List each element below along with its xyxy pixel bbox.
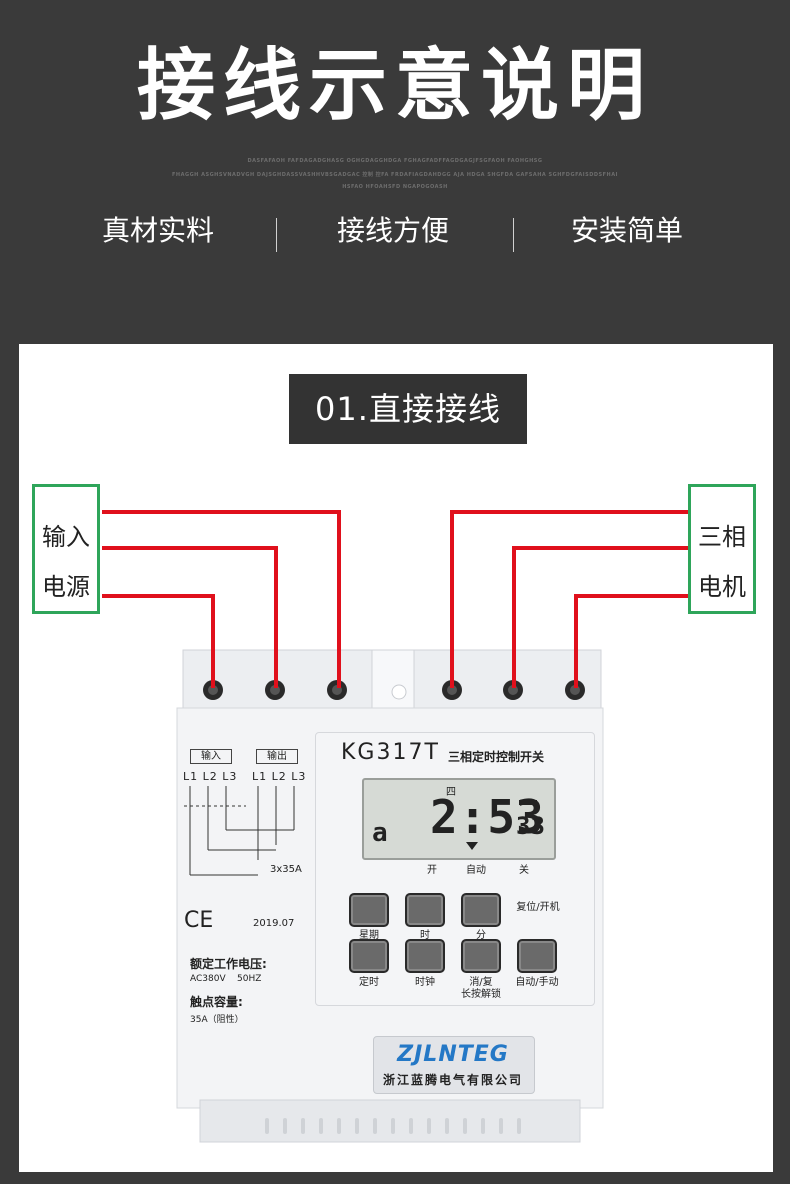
brand-plate: [373, 1036, 535, 1094]
ce-mark: CE: [184, 908, 214, 933]
motor-line1: 三相: [698, 523, 746, 551]
unlock-hint: 长按解锁: [461, 989, 501, 1000]
cancel-restore-button-label: 消/复: [469, 977, 493, 988]
reset-label: 复位/开机: [516, 902, 560, 913]
hour-button[interactable]: [405, 893, 445, 927]
decorative-text-line: FHAGGH ASGHSVNADVGH DAJSGHDASSVASHHVBSGA…: [172, 172, 618, 178]
company-name: 浙江蓝腾电气有限公司: [382, 1073, 523, 1087]
lcd-mode: a: [372, 818, 388, 848]
wire-input-l3: [102, 510, 341, 688]
contact-capacity-label: 触点容量:: [190, 995, 243, 1009]
indicator-label-off: 关: [519, 865, 529, 876]
auto-manual-button[interactable]: [517, 939, 557, 973]
clock-button-label: 时钟: [415, 977, 435, 988]
wire-output-l3: [574, 594, 688, 688]
wire-input-l2: [102, 546, 278, 688]
rated-voltage-label: 额定工作电压:: [190, 957, 267, 971]
minute-button-label: 分: [476, 930, 486, 941]
indicator-label-auto: 自动: [466, 865, 486, 876]
week-button-label: 星期: [359, 930, 379, 941]
output-phases: L1 L2 L3: [252, 770, 307, 783]
feature-item: 接线方便: [336, 214, 449, 247]
page-title: 接线示意说明: [136, 41, 653, 131]
auto-manual-button-label: 自动/手动: [515, 977, 559, 988]
lcd-time: 2:53: [430, 790, 545, 844]
wire-output-l1: [450, 510, 688, 688]
model-name: KG317T: [341, 740, 440, 765]
lcd-seconds: 33: [516, 812, 545, 840]
input-power-box: 输入 电源: [32, 484, 100, 614]
wire-output-l2: [512, 546, 688, 688]
three-phase-motor-box: 三相 电机: [688, 484, 756, 614]
motor-line2: 电机: [698, 573, 746, 601]
clock-button[interactable]: [405, 939, 445, 973]
production-date: 2019.07: [253, 918, 295, 929]
minute-button[interactable]: [461, 893, 501, 927]
model-subtitle: 三相定时控制开关: [448, 750, 545, 764]
rating: 3x35A: [270, 864, 302, 875]
wire-input-l1: [102, 594, 215, 688]
section-badge: 01.直接接线: [289, 374, 527, 444]
week-button[interactable]: [349, 893, 389, 927]
rated-voltage-value: AC380V 50HZ: [190, 974, 262, 984]
feature-divider: [276, 218, 277, 252]
feature-item: 安装简单: [570, 214, 683, 247]
hour-button-label: 时: [420, 930, 430, 941]
input-phases: L1 L2 L3: [183, 770, 238, 783]
cancel-restore-button[interactable]: [461, 939, 501, 973]
input-label: 输入: [190, 749, 232, 764]
decorative-text-line: HSFAO HFOAHSFD NGAPOGOASH: [342, 184, 448, 190]
decorative-text-line: DASFAFAOH FAFDAGADGHASG OGHGDAGGHDGA FGH…: [247, 158, 543, 164]
indicator-label-on: 开: [427, 865, 437, 876]
feature-divider: [513, 218, 514, 252]
lcd-day: 四: [446, 787, 456, 798]
header-banner: [0, 0, 790, 344]
timer-button[interactable]: [349, 939, 389, 973]
input-power-line2: 电源: [42, 573, 90, 601]
lcd-display: [362, 778, 556, 860]
feature-item: 真材实料: [101, 214, 214, 247]
output-label: 输出: [256, 749, 298, 764]
feature-list: 真材实料 接线方便 安装简单: [0, 206, 790, 256]
contact-capacity-value: 35A（阻性）: [190, 1015, 244, 1025]
input-power-line1: 输入: [42, 523, 90, 551]
brand-logo: ZJLNTEG: [397, 1042, 509, 1067]
timer-button-label: 定时: [359, 977, 379, 988]
